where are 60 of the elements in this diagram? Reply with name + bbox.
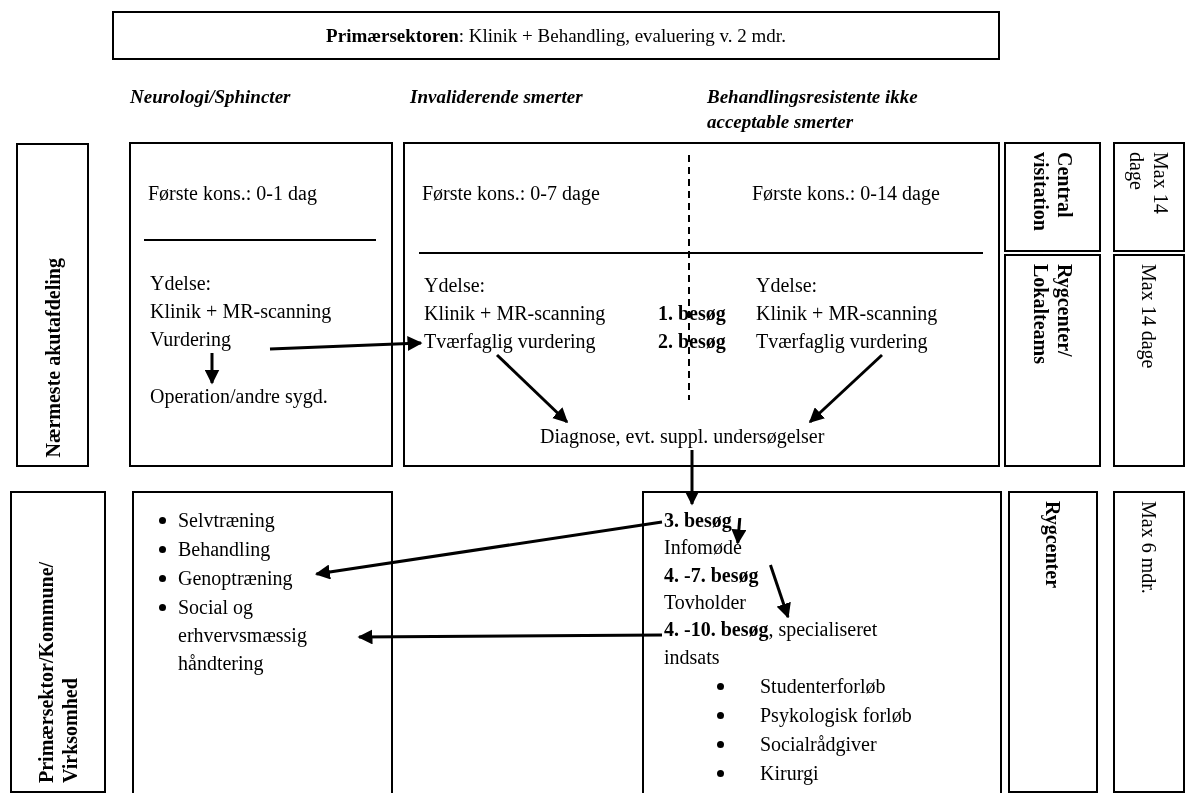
side-label: Max 14 dage bbox=[1125, 152, 1173, 216]
body-text: Klinik + MR-scanning Tværfaglig vurdering bbox=[424, 301, 607, 355]
side-label-box bbox=[1004, 142, 1101, 252]
arrow bbox=[314, 520, 663, 580]
step-text: 4. -10. besøg, specialiseret indsats bbox=[664, 615, 926, 671]
arrow bbox=[495, 353, 569, 424]
list-item: Behandling bbox=[178, 535, 271, 563]
measures-box bbox=[132, 491, 393, 793]
side-label: Primærsektor/Kommune/ Virksomhed bbox=[34, 560, 82, 783]
list-item: Social og erhvervsmæssig håndtering bbox=[178, 593, 343, 677]
side-label: Rygcenter/ Lokalteams bbox=[1028, 264, 1077, 366]
list-item: Kirurgi bbox=[760, 759, 819, 787]
duration-box bbox=[1113, 142, 1185, 252]
body-text: Klinik + MR-scanning Tværfaglig vurdering bbox=[756, 301, 939, 355]
diagnosis-text: Diagnose, evt. suppl. undersøgelser bbox=[540, 422, 825, 450]
outcome-text: Operation/andre sygd. bbox=[150, 382, 328, 410]
arrow bbox=[684, 450, 700, 506]
side-label: Max 14 dage bbox=[1137, 264, 1161, 369]
heading-text: Første kons.: 0-14 dage bbox=[752, 182, 940, 205]
body-text: Klinik + MR-scanning Vurdering bbox=[150, 299, 333, 353]
row-label-box bbox=[16, 143, 89, 467]
list-item: Selvtræning bbox=[178, 506, 275, 534]
visit-label: 3. besøg bbox=[664, 506, 752, 534]
header-box bbox=[112, 11, 1000, 60]
arrow bbox=[204, 353, 220, 385]
heading-text: Ydelse: bbox=[756, 273, 819, 298]
side-label: Nærmeste akutafdeling bbox=[40, 257, 65, 457]
column-heading: Invaliderende smerter bbox=[410, 85, 583, 109]
heading-text: Ydelse: bbox=[150, 271, 213, 296]
visit-label: 2. besøg bbox=[658, 327, 726, 355]
step-text: Infomøde bbox=[664, 533, 742, 561]
arrow bbox=[769, 564, 791, 619]
list-item: Studenterforløb bbox=[760, 672, 886, 700]
heading-text: Primærsektoren: Klinik + Behandling, evaluering v. 2 mdr. bbox=[326, 24, 786, 47]
column-heading: Neurologi/Sphincter bbox=[130, 85, 291, 109]
column-heading: Behandlingsresistente ikke acceptable smerter bbox=[707, 85, 919, 134]
list-item: Psykologisk forløb bbox=[760, 701, 912, 729]
side-label: Rygcenter bbox=[1041, 501, 1065, 589]
row-label-box bbox=[10, 491, 106, 793]
list-item: Genoptræning bbox=[178, 564, 293, 592]
heading-text: Ydelse: bbox=[424, 273, 487, 298]
course-box bbox=[642, 491, 1002, 793]
side-label: Max 6 mdr. bbox=[1137, 501, 1161, 594]
heading-text: Første kons.: 0-1 dag bbox=[148, 182, 317, 205]
stage-box bbox=[403, 142, 1000, 467]
arrow bbox=[269, 336, 423, 352]
visit-label: 1. besøg bbox=[658, 299, 726, 327]
duration-box bbox=[1113, 254, 1185, 467]
arrow bbox=[357, 629, 662, 645]
duration-box bbox=[1113, 491, 1185, 793]
visit-label: 4. -7. besøg bbox=[664, 561, 779, 589]
list-item: Socialrådgiver bbox=[760, 730, 877, 758]
step-text: Tovholder bbox=[664, 588, 746, 616]
side-label: Central visitation bbox=[1028, 152, 1077, 233]
stage-box bbox=[129, 142, 393, 467]
heading-text: Første kons.: 0-7 dage bbox=[422, 182, 600, 205]
arrow bbox=[731, 517, 747, 545]
side-label-box bbox=[1008, 491, 1098, 793]
side-label-box bbox=[1004, 254, 1101, 467]
arrow bbox=[808, 353, 884, 424]
